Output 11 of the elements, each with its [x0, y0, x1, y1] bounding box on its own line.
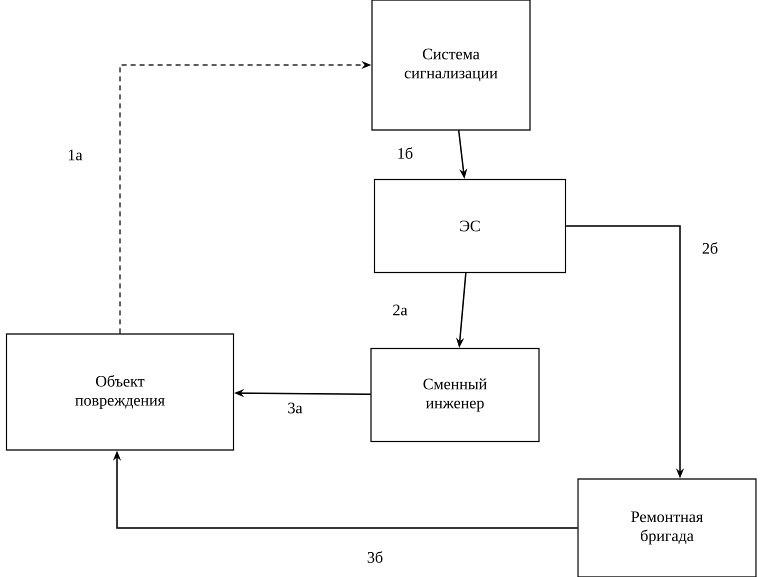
- process-box: Сменный инженер: [370, 348, 540, 442]
- process-box: ЭС: [374, 178, 566, 274]
- process-box: Система сигнализации: [371, 0, 531, 131]
- edge-label: 3а: [286, 402, 304, 414]
- process-box: Объект повреждения: [6, 333, 234, 451]
- edge-label: 2а: [391, 304, 409, 316]
- edge-label: 1а: [66, 148, 84, 162]
- edge-label: 2б: [700, 241, 720, 255]
- edge-label: 3б: [366, 550, 384, 564]
- process-box: Ремонтная бригада: [577, 478, 757, 577]
- edge-label: 1б: [396, 146, 414, 160]
